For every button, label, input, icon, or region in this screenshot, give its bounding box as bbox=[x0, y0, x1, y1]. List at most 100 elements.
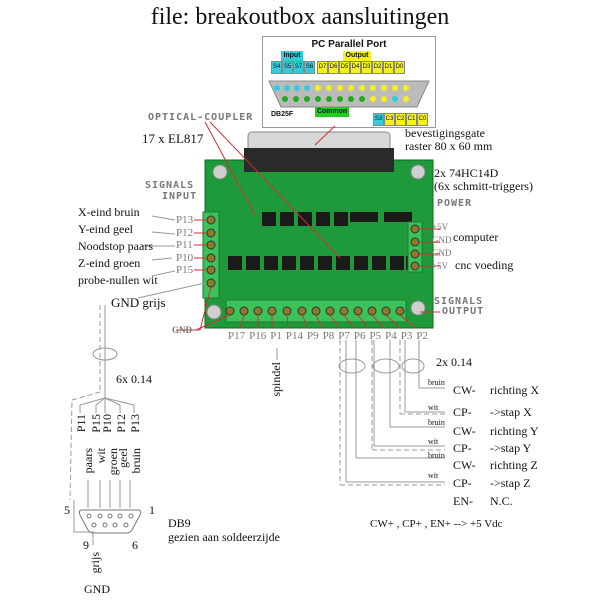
output-wire-color: wit bbox=[428, 471, 439, 480]
input-pin: S4 bbox=[271, 61, 282, 74]
signals-output-label: SIGNALS bbox=[434, 296, 484, 307]
input-pin: S5 bbox=[282, 61, 293, 74]
output-signal: CP- bbox=[453, 476, 472, 490]
input-pin: S6 bbox=[304, 61, 315, 74]
input-label-probe: probe-nullen wit bbox=[78, 273, 158, 287]
output-signal: CP- bbox=[453, 405, 472, 419]
output-pin-row: P17 P16 P1 P14 P9 P8 P7 P6 P5 P4 P3 P2 bbox=[228, 330, 428, 342]
computer-supply-label: computer bbox=[453, 230, 499, 244]
input-label-z-end: Z-eind groen bbox=[78, 256, 141, 270]
output-desc: ->stap Y bbox=[490, 441, 532, 455]
output-desc: richting X bbox=[490, 383, 539, 397]
output-wire-color: bruin bbox=[428, 451, 445, 460]
output-wire-color: wit bbox=[428, 403, 439, 412]
output-signal: EN- bbox=[453, 494, 473, 508]
db9-connector bbox=[78, 509, 142, 534]
output-pin-label: P9 bbox=[307, 330, 319, 342]
output-pin: D7 bbox=[317, 61, 328, 74]
mounting-hole bbox=[410, 164, 426, 180]
db9-corner-9: 9 bbox=[83, 538, 89, 552]
output-desc: richting Y bbox=[490, 424, 539, 438]
gnd-wire-label: GND grijs bbox=[111, 295, 166, 310]
output-signal: CW- bbox=[453, 424, 476, 438]
output-pin: D4 bbox=[350, 61, 361, 74]
parallel-port-diagram: PC Parallel Port Input Output S4 S5 S7 S… bbox=[262, 36, 436, 128]
db9-gnd-color: grijs bbox=[88, 552, 102, 574]
mounting-hole bbox=[206, 304, 222, 320]
db9-subtitle: gezien aan soldeerzijde bbox=[168, 530, 280, 544]
output-cables bbox=[338, 340, 445, 486]
bottom-pin: C1 bbox=[406, 113, 417, 126]
power-label: POWER bbox=[437, 198, 473, 209]
db9-corner-5: 5 bbox=[64, 503, 70, 517]
output-pin-label: P5 bbox=[369, 330, 382, 342]
output-signal: CP- bbox=[453, 441, 472, 455]
power-pin-label: GND bbox=[432, 235, 452, 245]
db9-pin-label: P12 bbox=[114, 414, 128, 433]
power-pin-label: +5V bbox=[432, 222, 449, 232]
common-tag: Common bbox=[315, 107, 349, 117]
supply-note: CW+ , CP+ , EN+ --> +5 Vdc bbox=[370, 518, 503, 530]
input-pin-label: P12 bbox=[176, 227, 194, 239]
page-title: file: breakoutbox aansluitingen bbox=[150, 4, 450, 30]
signals-input-label-2: INPUT bbox=[162, 191, 198, 202]
db25-top-row bbox=[274, 85, 409, 91]
power-terminals bbox=[410, 224, 420, 271]
input-cable bbox=[69, 305, 135, 545]
mounting-grid-label: raster 80 x 60 mm bbox=[405, 139, 493, 153]
schmitt-ic-label: 2x 74HC14D bbox=[434, 166, 499, 180]
output-pin: D5 bbox=[339, 61, 350, 74]
output-pin-label: P2 bbox=[416, 330, 428, 342]
bottom-pin: C0 bbox=[417, 113, 428, 126]
db9-pin-label: P10 bbox=[100, 414, 114, 433]
mounting-hole bbox=[410, 300, 426, 316]
output-tag: Output bbox=[343, 51, 371, 61]
output-pin: D6 bbox=[328, 61, 339, 74]
input-label-estop: Noodstop paars bbox=[78, 239, 153, 253]
gnd-pin-label: GND bbox=[172, 325, 192, 335]
output-signal: CW- bbox=[453, 458, 476, 472]
power-pin-label: GND bbox=[432, 248, 452, 258]
output-pin-label: P4 bbox=[385, 330, 397, 342]
output-desc: N.C. bbox=[490, 494, 513, 508]
bottom-pin: C3 bbox=[384, 113, 395, 126]
optocoupler-count: 17 x EL817 bbox=[142, 131, 204, 146]
db9-corner-1: 1 bbox=[149, 503, 155, 517]
output-desc: ->stap Z bbox=[490, 476, 531, 490]
output-pin-label: P3 bbox=[400, 330, 413, 342]
output-pin-label: P17 bbox=[228, 330, 246, 342]
optocoupler-row-top bbox=[262, 212, 412, 226]
schmitt-desc-label: (6x schmitt-triggers) bbox=[434, 179, 533, 193]
signals-input-label: SIGNALS bbox=[145, 180, 195, 191]
input-label-y-end: Y-eind geel bbox=[78, 222, 133, 236]
label-leaders bbox=[137, 215, 206, 299]
mounting-hole bbox=[212, 164, 228, 180]
spindle-label: spindel bbox=[269, 362, 283, 397]
db9-wire-color: bruin bbox=[129, 448, 143, 474]
power-terminal-block bbox=[407, 221, 423, 273]
output-terminals bbox=[225, 306, 405, 316]
optocoupler-row-bottom bbox=[228, 256, 420, 270]
output-pin-label: P14 bbox=[285, 330, 303, 342]
output-pin: D0 bbox=[394, 61, 405, 74]
output-pin: D3 bbox=[361, 61, 372, 74]
output-wire-color: bruin bbox=[428, 378, 445, 387]
db9-corner-6: 6 bbox=[132, 538, 138, 552]
output-pin-label: P7 bbox=[338, 330, 350, 342]
output-desc: richting Z bbox=[490, 458, 538, 472]
bottom-pin: C2 bbox=[395, 113, 406, 126]
output-desc: ->stap X bbox=[490, 405, 532, 419]
output-pin-label: P8 bbox=[322, 330, 335, 342]
input-cable-label: 6x 0.14 bbox=[116, 372, 152, 386]
input-pin: S7 bbox=[293, 61, 304, 74]
leader-lines bbox=[176, 121, 440, 331]
input-pin-label: P15 bbox=[176, 264, 194, 276]
db25-body bbox=[244, 148, 394, 172]
input-label-x-end: X-eind bruin bbox=[78, 205, 140, 219]
output-pin-label: P1 bbox=[270, 330, 282, 342]
output-pin: D1 bbox=[383, 61, 394, 74]
input-tag: Input bbox=[281, 51, 303, 61]
power-pin-label: +5V bbox=[432, 261, 449, 271]
output-wire-color: bruin bbox=[428, 418, 445, 427]
